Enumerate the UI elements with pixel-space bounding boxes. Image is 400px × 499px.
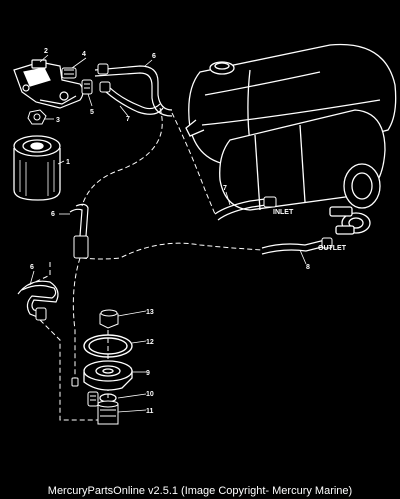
- callout-12: 12: [146, 339, 154, 346]
- oil-cooler: [185, 43, 397, 235]
- gasket-12: [83, 334, 133, 358]
- callout-9: 9: [146, 370, 150, 377]
- callout-5: 5: [90, 109, 94, 116]
- fitting-4: [61, 67, 77, 79]
- callout-7-lower: 7: [223, 185, 227, 192]
- callout-2: 2: [44, 48, 48, 55]
- fitting-5: [81, 79, 93, 95]
- callout-11: 11: [146, 408, 154, 415]
- callout-7-top: 7: [126, 116, 130, 123]
- callout-3: 3: [56, 117, 60, 124]
- leader-lines: [29, 54, 307, 413]
- inlet-label: INLET: [273, 209, 294, 216]
- hose-7-upper: [94, 65, 173, 111]
- outlet-label: OUTLET: [318, 245, 347, 252]
- fitting-11: [97, 400, 119, 425]
- image-copyright-caption: MercuryPartsOnline v2.5.1 (Image Copyrig…: [47, 485, 353, 497]
- hose-8-left: [21, 284, 57, 319]
- adapter-9: [83, 360, 133, 391]
- small-fittings: [71, 377, 99, 407]
- callout-10: 10: [146, 391, 154, 398]
- callout-6-lower: 6: [30, 264, 34, 271]
- hoses: [17, 65, 327, 319]
- hose-7-lower: [214, 198, 266, 215]
- callout-6-middle: 6: [51, 211, 55, 218]
- callout-4: 4: [82, 51, 86, 58]
- hose-6-middle: [69, 208, 83, 237]
- filter-adapter: [13, 59, 84, 109]
- nut-3: [27, 109, 47, 125]
- hose-6-upper: [107, 85, 161, 110]
- callout-6-top: 6: [152, 53, 156, 60]
- callout-8: 8: [306, 264, 310, 271]
- callout-13: 13: [146, 309, 154, 316]
- callout-1: 1: [66, 159, 70, 166]
- hose-8-right: [261, 239, 326, 249]
- hose-fittings: [35, 63, 333, 321]
- oil-filter-1: [13, 135, 61, 201]
- fitting-13: [99, 309, 119, 329]
